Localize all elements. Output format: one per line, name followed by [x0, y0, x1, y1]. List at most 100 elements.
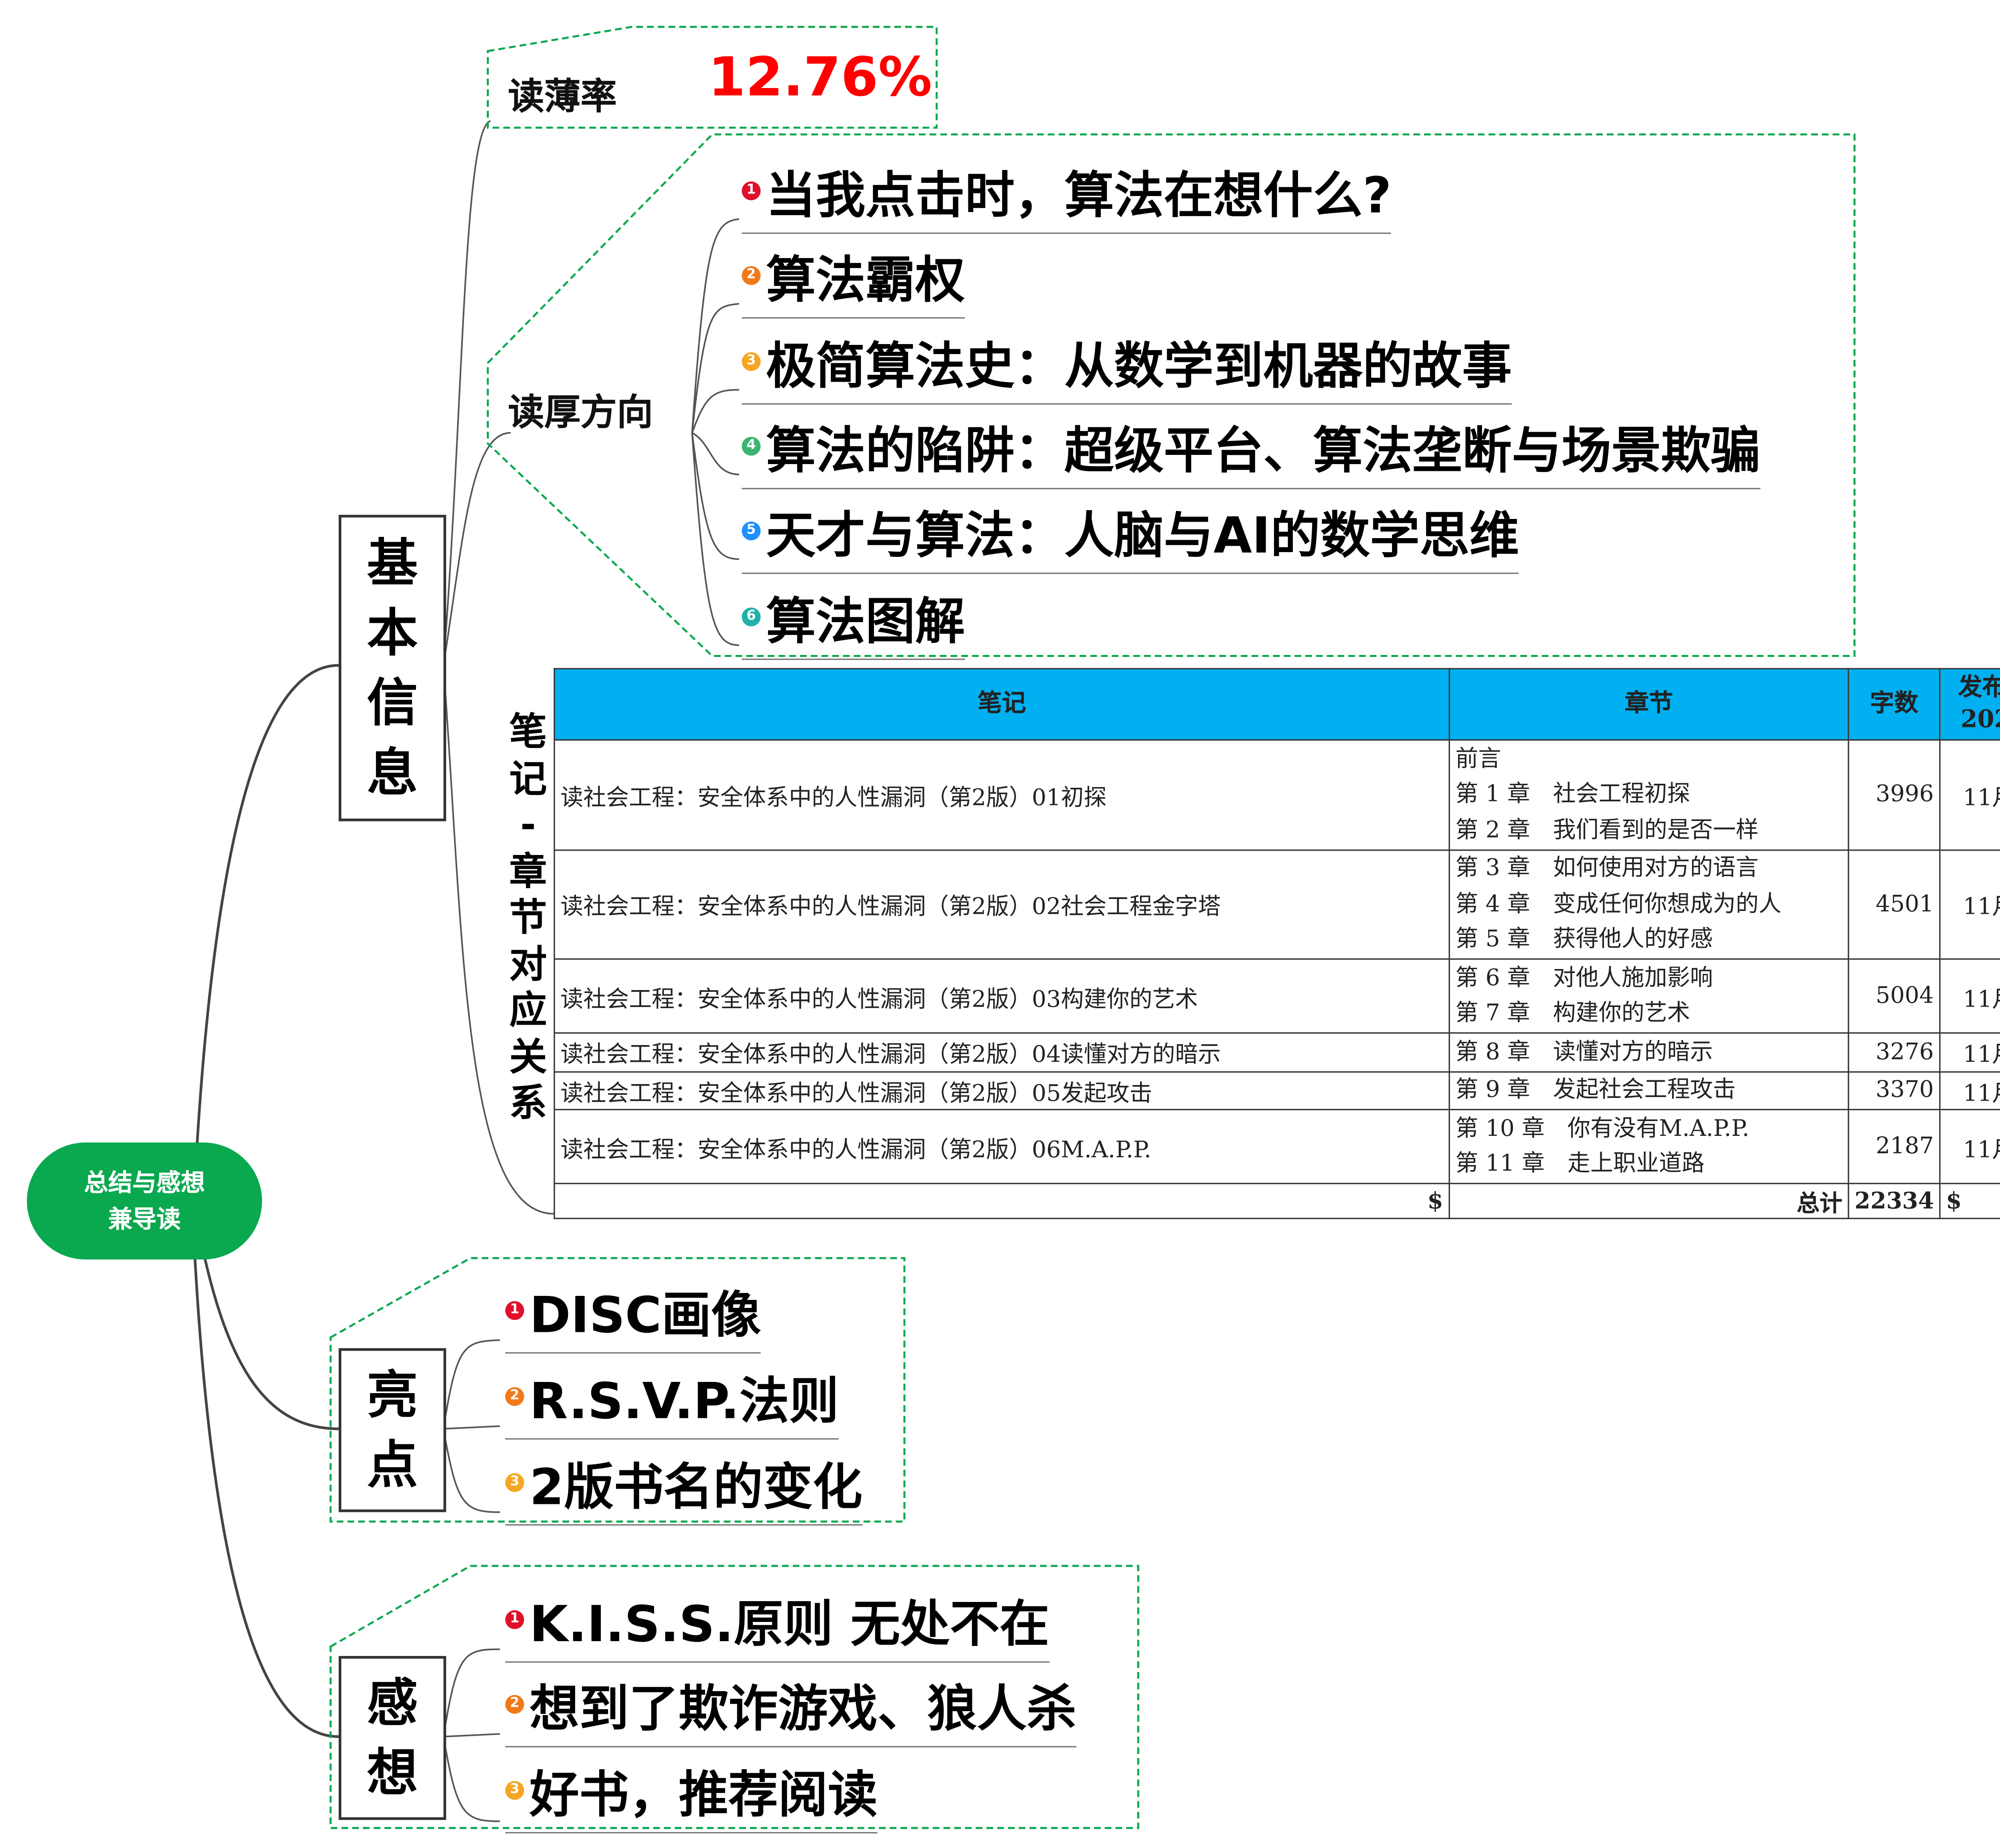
node-highlights[interactable]: 亮 点 — [338, 1348, 446, 1512]
label-char: 笔 — [509, 709, 547, 754]
item-text: 算法的陷阱：超级平台、算法垄断与场景欺骗 — [766, 422, 1761, 480]
title-char: 息 — [367, 743, 418, 803]
table-row: 读社会工程：安全体系中的人性漏洞（第2版）05发起攻击第 9 章 发起社会工程攻… — [554, 1070, 2000, 1111]
mapping-label[interactable]: 笔 记 - 章 节 对 应 关 系 — [505, 710, 551, 1127]
date-cell: 11月14日 — [1939, 739, 2000, 850]
chapter-line: 第 8 章 读懂对方的暗示 — [1455, 1038, 1713, 1065]
label-char: - — [520, 802, 536, 847]
number-3-icon: 3 — [505, 1473, 524, 1492]
highlight-item-1[interactable]: 1 DISC画像 — [505, 1274, 761, 1354]
title-char: 感 — [367, 1673, 418, 1733]
chapter-line: 第 6 章 对他人施加影响 — [1455, 964, 1713, 991]
table-row: 读社会工程：安全体系中的人性漏洞（第2版）02社会工程金字塔第 3 章 如何使用… — [554, 849, 2000, 960]
number-6-icon: 6 — [742, 607, 761, 627]
chapter-line: 第 3 章 如何使用对方的语言 — [1455, 855, 1759, 882]
number-5-icon: 5 — [742, 521, 761, 541]
rate-boundary — [487, 26, 938, 129]
chapter-line: 第 11 章 走上职业道路 — [1455, 1150, 1705, 1178]
words-cell: 3996 — [1848, 739, 1941, 850]
header-date: 发布日期2025年 — [1939, 668, 2000, 741]
table-row: 读社会工程：安全体系中的人性漏洞（第2版）06M.A.P.P.第 10 章 你有… — [554, 1109, 2000, 1184]
chapter-line: 第 5 章 获得他人的好感 — [1455, 926, 1713, 953]
date-cell: 11月16日 — [1939, 958, 2000, 1034]
header-chapters: 章节 — [1448, 668, 1849, 741]
number-1-icon: 1 — [505, 1301, 524, 1320]
chapter-line: 第 10 章 你有没有M.A.P.P. — [1455, 1115, 1750, 1142]
date-cell: 11月15日 — [1939, 849, 2000, 960]
title-char: 点 — [367, 1436, 418, 1495]
thick-boundary — [487, 133, 1856, 657]
chapters-cell: 第 6 章 对他人施加影响第 7 章 构建你的艺术 — [1448, 958, 1849, 1034]
item-text: 算法霸权 — [766, 251, 965, 309]
root-node[interactable]: 总结与感想 兼导读 — [27, 1142, 262, 1259]
chapters-cell: 第 3 章 如何使用对方的语言第 4 章 变成任何你想成为的人第 5 章 获得他… — [1448, 849, 1849, 960]
root-label-line1: 总结与感想 — [84, 1169, 205, 1197]
thick-item-1[interactable]: 1 当我点击时，算法在想什么? — [742, 154, 1392, 234]
thoughts-boundary — [329, 1565, 1140, 1829]
highlight-item-3[interactable]: 3 2版书名的变化 — [505, 1446, 863, 1526]
node-basic-info[interactable]: 基 本 信 息 — [338, 515, 446, 821]
chapters-cell: 第 10 章 你有没有M.A.P.P. 第 11 章 走上职业道路 — [1448, 1109, 1849, 1184]
date-cell: 11月17日 — [1939, 1032, 2000, 1072]
date-cell: 11月18日 — [1939, 1070, 2000, 1111]
number-1-icon: 1 — [742, 181, 761, 200]
item-text: DISC画像 — [529, 1286, 761, 1344]
words-cell: 3276 — [1848, 1032, 1941, 1072]
note-cell: 读社会工程：安全体系中的人性漏洞（第2版）05发起攻击 — [554, 1070, 1450, 1111]
note-cell: 读社会工程：安全体系中的人性漏洞（第2版）01初探 — [554, 739, 1450, 850]
root-label-line2: 兼导读 — [108, 1205, 181, 1233]
table-row: 读社会工程：安全体系中的人性漏洞（第2版）03构建你的艺术第 6 章 对他人施加… — [554, 958, 2000, 1034]
table-row: 读社会工程：安全体系中的人性漏洞（第2版）01初探前言第 1 章 社会工程初探第… — [554, 739, 2000, 850]
rate-label[interactable]: 读薄率 — [508, 76, 617, 118]
number-4-icon: 4 — [742, 436, 761, 456]
total-words: 22334 — [1848, 1183, 1941, 1219]
item-text: 当我点击时，算法在想什么? — [766, 166, 1392, 225]
number-3-icon: 3 — [505, 1781, 524, 1800]
chapter-line: 第 9 章 发起社会工程攻击 — [1455, 1077, 1736, 1104]
item-text: R.S.V.P.法则 — [529, 1372, 839, 1430]
title-char: 亮 — [367, 1365, 418, 1425]
thick-item-2[interactable]: 2 算法霸权 — [742, 239, 965, 319]
thick-label[interactable]: 读厚方向 — [508, 392, 653, 434]
chapter-line: 第 4 章 变成任何你想成为的人 — [1455, 890, 1782, 917]
node-thoughts[interactable]: 感 想 — [338, 1656, 446, 1820]
thick-item-3[interactable]: 3 极简算法史：从数学到机器的故事 — [742, 325, 1512, 405]
title-char: 信 — [367, 673, 418, 733]
connector-thoughts — [193, 1257, 339, 1738]
words-cell: 5004 — [1848, 958, 1941, 1034]
label-char: 记 — [509, 756, 547, 801]
chapters-cell: 第 8 章 读懂对方的暗示 — [1448, 1032, 1849, 1072]
chapter-line: 前言 — [1455, 745, 1501, 773]
item-text: 极简算法史：从数学到机器的故事 — [766, 337, 1512, 395]
header-notes: 笔记 — [554, 668, 1450, 741]
chapter-line: 第 1 章 社会工程初探 — [1455, 781, 1690, 808]
title-char: 基 — [367, 533, 418, 593]
words-cell: 4501 — [1848, 849, 1941, 960]
chapter-line: 第 2 章 我们看到的是否一样 — [1455, 816, 1759, 844]
label-char: 应 — [509, 988, 547, 1033]
note-cell: 读社会工程：安全体系中的人性漏洞（第2版）02社会工程金字塔 — [554, 849, 1450, 960]
label-char: 节 — [509, 895, 547, 940]
label-char: 对 — [509, 941, 547, 986]
title-char: 想 — [367, 1743, 418, 1803]
label-char: 关 — [509, 1034, 547, 1079]
note-cell: 读社会工程：安全体系中的人性漏洞（第2版）06M.A.P.P. — [554, 1109, 1450, 1184]
number-3-icon: 3 — [742, 352, 761, 371]
label-char: 章 — [509, 849, 547, 893]
number-2-icon: 2 — [742, 266, 761, 285]
total-symbol: $ — [554, 1183, 1450, 1219]
note-cell: 读社会工程：安全体系中的人性漏洞（第2版）04读懂对方的暗示 — [554, 1032, 1450, 1072]
chapters-cell: 第 9 章 发起社会工程攻击 — [1448, 1070, 1849, 1111]
item-text: K.I.S.S.原则 无处不在 — [529, 1595, 1050, 1654]
item-text: 2版书名的变化 — [529, 1458, 863, 1516]
